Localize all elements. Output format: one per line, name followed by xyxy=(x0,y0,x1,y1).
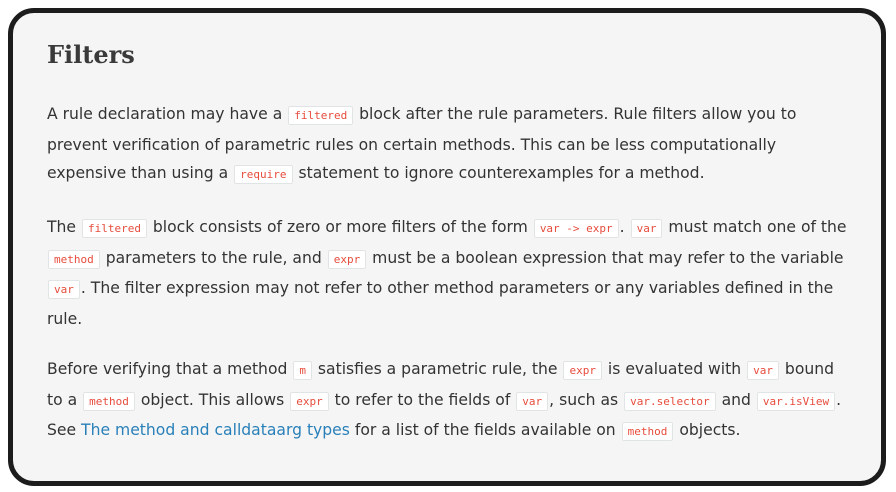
paragraph-filter-intro: A rule declaration may have a filtered b… xyxy=(47,100,847,190)
code-expr: expr xyxy=(327,249,367,269)
text: for a list of the fields available on xyxy=(349,421,621,439)
text: to refer to the fields of xyxy=(329,390,516,409)
code-method: method xyxy=(48,249,100,269)
text: , such as xyxy=(549,390,624,409)
code-var: var xyxy=(516,391,549,411)
text: A rule declaration may have a xyxy=(47,105,288,123)
link-method-calldataarg-types[interactable]: The method and calldataarg types xyxy=(81,421,350,439)
code-m: m xyxy=(293,361,312,380)
code-var: var xyxy=(747,361,779,380)
text: bound to a xyxy=(47,360,835,409)
text: satisfies a parametric rule, the xyxy=(312,360,563,378)
text: Before verifying that a method xyxy=(47,360,293,378)
code-require: require xyxy=(234,165,293,184)
code-filtered: filtered xyxy=(81,219,147,238)
text: . The filter expression may not refer to… xyxy=(47,279,834,328)
code-filtered: filtered xyxy=(288,106,354,125)
text: object. This allows xyxy=(135,390,290,409)
text: must match one of the xyxy=(663,218,847,236)
text: . xyxy=(619,218,630,236)
code-method: method xyxy=(621,422,674,441)
paragraph-filter-syntax: The filtered block consists of zero or m… xyxy=(47,213,847,333)
text: must be a boolean expression that may re… xyxy=(367,248,844,267)
text: statement to ignore counterexamples for … xyxy=(293,164,705,182)
code-var-expr: var -> expr xyxy=(533,219,619,238)
code-var: var xyxy=(48,280,80,299)
page-title: Filters xyxy=(47,40,135,69)
text: objects. xyxy=(674,421,741,439)
document-frame: Filters A rule declaration may have a fi… xyxy=(8,8,886,486)
code-expr: expr xyxy=(290,391,329,411)
code-var-isview: var.isView xyxy=(756,391,836,411)
text: block consists of zero or more filters o… xyxy=(147,218,533,236)
text: block after the rule parameters. Rule fi… xyxy=(47,105,797,182)
text: . See xyxy=(47,390,842,440)
code-method: method xyxy=(83,391,135,411)
text: is evaluated with xyxy=(602,360,747,378)
text: The xyxy=(47,218,81,236)
paragraph-filter-evaluation: Before verifying that a method m satisfi… xyxy=(47,355,847,447)
code-var-selector: var.selector xyxy=(624,391,716,411)
code-expr: expr xyxy=(563,361,602,380)
text: parameters to the rule, and xyxy=(100,248,327,267)
code-var: var xyxy=(630,219,663,238)
text: and xyxy=(716,390,756,409)
